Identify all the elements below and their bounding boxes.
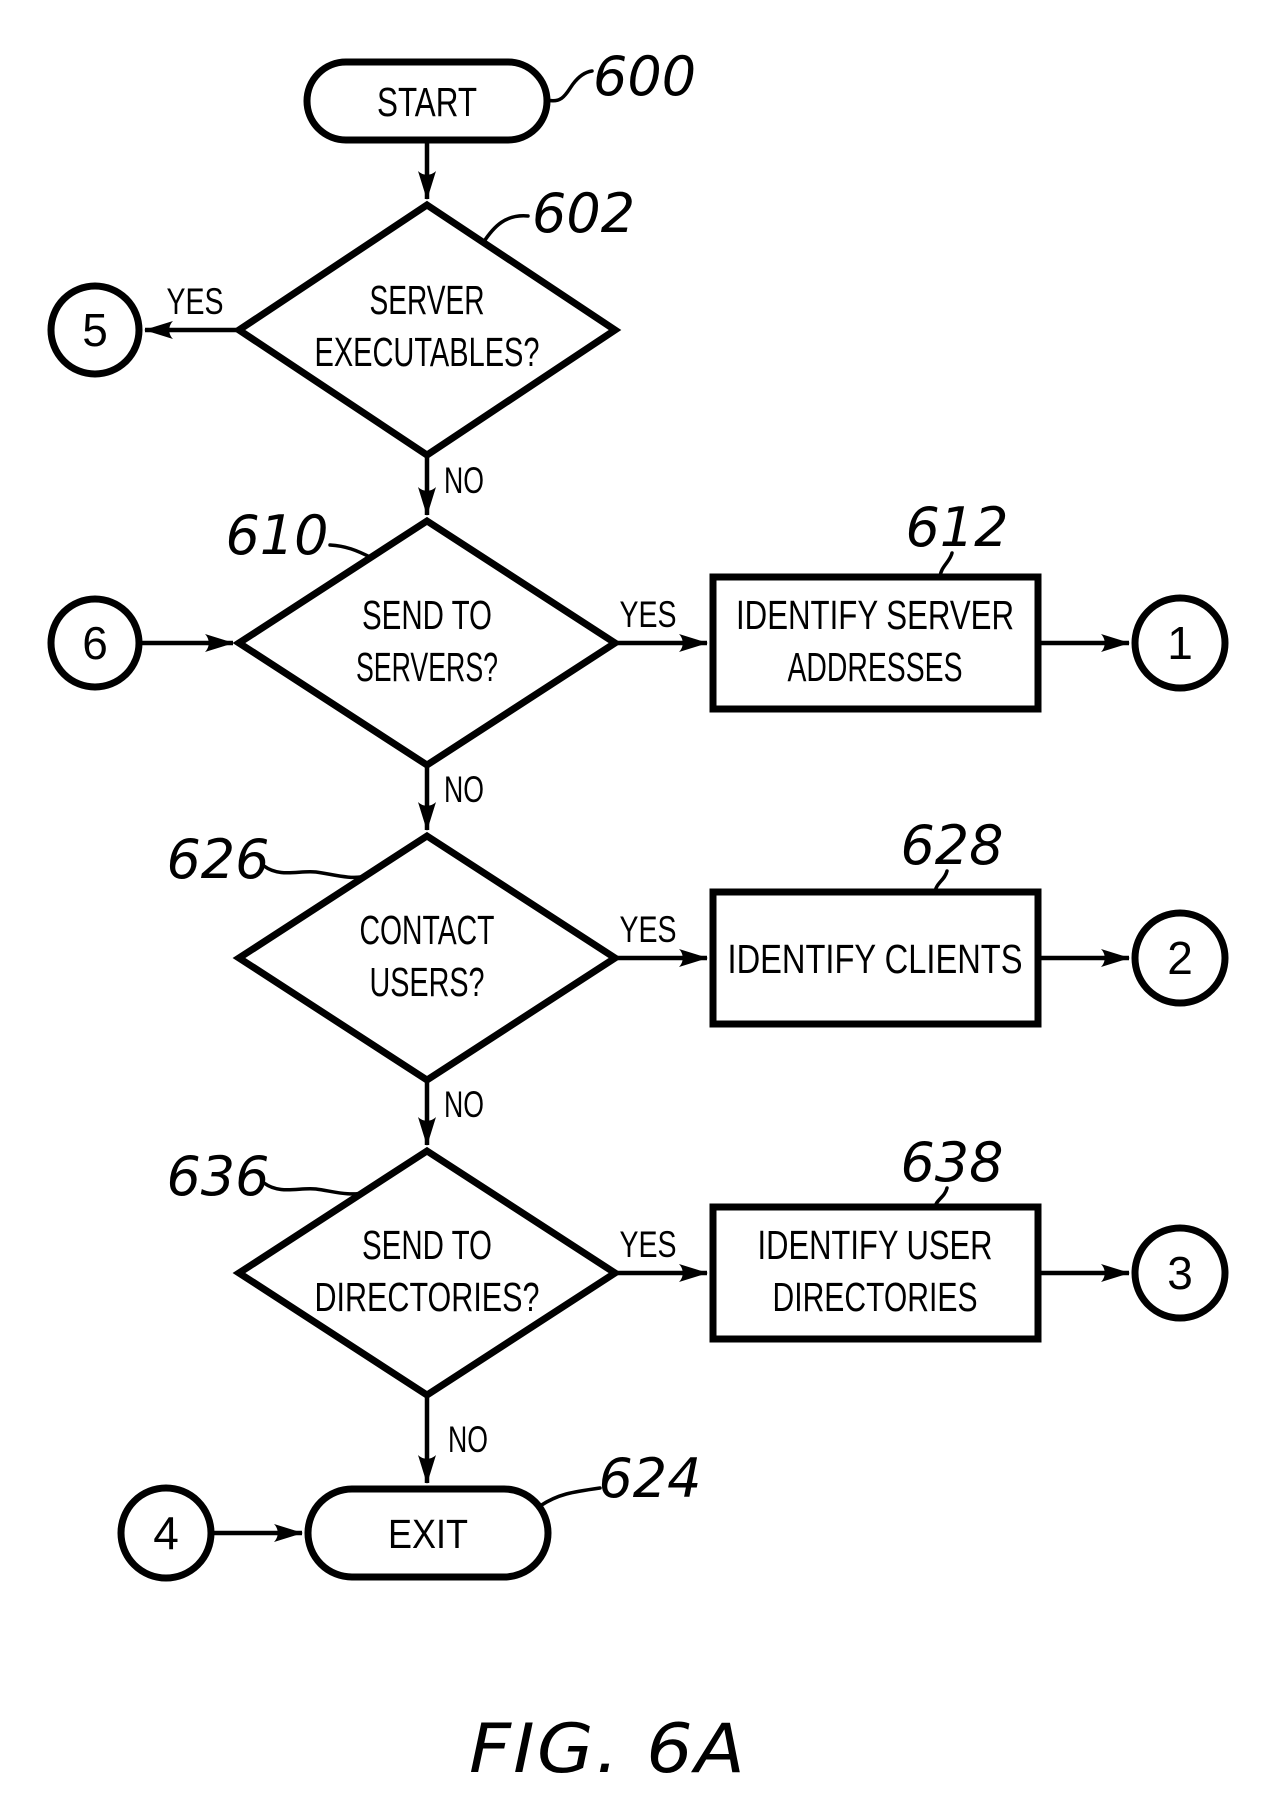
decision-send-to-servers	[232, 516, 622, 770]
decision-send-to-directories-line1: SEND TO	[362, 1222, 492, 1268]
leader-line-602	[481, 214, 530, 245]
process-identify-user-directories	[709, 1203, 1042, 1343]
ref-label-636: 636	[166, 1145, 269, 1208]
branch-label-yes-contact-users: YES	[620, 909, 677, 950]
offpage-connector-6	[47, 595, 143, 691]
ref-label-628: 628	[900, 814, 1003, 877]
decision-send-to-directories-line2: DIRECTORIES?	[315, 1274, 540, 1320]
leader-line-626	[262, 864, 368, 880]
decision-server-executables	[232, 200, 622, 460]
ref-label-624: 624	[598, 1447, 701, 1510]
process-identify-user-directories-line2: DIRECTORIES	[773, 1274, 978, 1320]
terminal-exit-label: EXIT	[388, 1511, 468, 1557]
process-identify-server-addresses-line2: ADDRESSES	[788, 644, 963, 690]
ref-label-610: 610	[225, 504, 328, 567]
offpage-connector-4-label: 4	[153, 1507, 179, 1559]
branch-label-no-server-executables: NO	[444, 460, 484, 501]
terminal-start-label: START	[377, 79, 477, 125]
branch-label-no-send-to-directories: NO	[448, 1419, 488, 1460]
branch-label-yes-server-executables: YES	[167, 281, 224, 322]
ref-label-626: 626	[166, 828, 269, 891]
decision-send-to-directories	[232, 1146, 622, 1400]
leader-line-624	[538, 1486, 602, 1508]
offpage-connector-3	[1131, 1224, 1229, 1322]
offpage-connector-3-label: 3	[1167, 1247, 1193, 1299]
offpage-connector-4	[117, 1484, 215, 1582]
offpage-connector-5	[47, 282, 143, 378]
branch-label-no-contact-users: NO	[444, 1084, 484, 1125]
branch-label-yes-send-to-servers: YES	[620, 594, 677, 635]
process-identify-clients	[709, 888, 1042, 1028]
terminal-start	[303, 58, 551, 144]
offpage-connector-1	[1131, 594, 1229, 692]
decision-server-executables-line2: EXECUTABLES?	[315, 329, 540, 375]
process-identify-server-addresses	[709, 573, 1042, 713]
branch-label-yes-send-to-directories: YES	[620, 1224, 677, 1265]
ref-label-612: 612	[905, 496, 1008, 559]
decision-contact-users	[232, 831, 622, 1085]
terminal-exit	[304, 1485, 552, 1581]
ref-label-600: 600	[593, 45, 696, 108]
leader-line-636	[262, 1181, 368, 1196]
offpage-connector-2	[1131, 909, 1229, 1007]
ref-label-602: 602	[532, 182, 635, 245]
leader-line-600	[545, 69, 594, 103]
ref-label-638: 638	[900, 1131, 1003, 1194]
offpage-connector-6-label: 6	[82, 617, 108, 669]
process-identify-server-addresses-line1: IDENTIFY SERVER	[736, 592, 1014, 638]
decision-send-to-servers-line1: SEND TO	[362, 592, 492, 638]
decision-contact-users-line2: USERS?	[370, 959, 485, 1005]
offpage-connector-5-label: 5	[82, 304, 108, 356]
decision-contact-users-line1: CONTACT	[360, 907, 495, 953]
offpage-connector-1-label: 1	[1167, 617, 1193, 669]
process-identify-clients-line1: IDENTIFY CLIENTS	[728, 936, 1023, 982]
figure-caption: FIG. 6A	[469, 1710, 747, 1789]
process-identify-user-directories-line1: IDENTIFY USER	[758, 1222, 993, 1268]
decision-server-executables-line1: SERVER	[370, 277, 485, 323]
leader-line-610	[328, 543, 374, 560]
offpage-connector-2-label: 2	[1167, 932, 1193, 984]
branch-label-no-send-to-servers: NO	[444, 769, 484, 810]
decision-send-to-servers-line2: SERVERS?	[356, 644, 498, 690]
